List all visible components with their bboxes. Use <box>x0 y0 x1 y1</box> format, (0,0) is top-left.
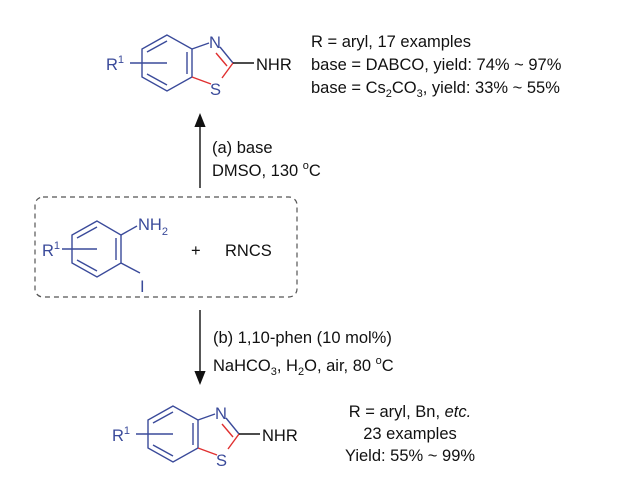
nitrogen-label: N <box>215 405 227 423</box>
product-top-notes: R = aryl, 17 examples base = DABCO, yiel… <box>311 33 562 100</box>
r1-label: R1 <box>106 54 124 74</box>
note-line: base = DABCO, yield: 74% ~ 97% <box>311 56 562 74</box>
iodo-label: I <box>140 278 145 296</box>
r1-label: R1 <box>112 425 130 445</box>
note-line: R = aryl, Bn, etc. <box>349 403 471 421</box>
note-line: Yield: 55% ~ 99% <box>345 447 475 465</box>
note-line: base = Cs2CO3, yield: 33% ~ 55% <box>311 79 560 100</box>
note-line: R = aryl, 17 examples <box>311 33 471 51</box>
condition-a-line2: DMSO, 130 oC <box>212 160 321 180</box>
product-top-structure: R1 N S NHR <box>106 34 292 99</box>
iodoaniline-structure: R1 NH2 I <box>42 216 168 296</box>
product-bottom-structure: R1 N S NHR <box>112 405 298 470</box>
starting-materials-box <box>34 196 298 298</box>
condition-b-line1: (b) 1,10-phen (10 mol%) <box>213 329 392 347</box>
condition-b-line2: NaHCO3, H2O, air, 80 oC <box>213 355 394 378</box>
r1-label: R1 <box>42 240 60 260</box>
nitrogen-label: N <box>209 34 221 52</box>
benzothiazole-ring <box>130 34 254 92</box>
reagent-label: RNCS <box>225 242 272 260</box>
nhr-label: NHR <box>262 427 298 445</box>
product-bottom-notes: R = aryl, Bn, etc. 23 examples Yield: 55… <box>345 403 475 465</box>
plus-sign: + <box>191 242 201 260</box>
note-line: 23 examples <box>363 425 457 443</box>
sulfur-label: S <box>216 452 227 470</box>
sulfur-label: S <box>210 81 221 99</box>
amine-label: NH2 <box>138 216 168 238</box>
condition-a-line1: (a) base <box>212 139 273 157</box>
nhr-label: NHR <box>256 56 292 74</box>
